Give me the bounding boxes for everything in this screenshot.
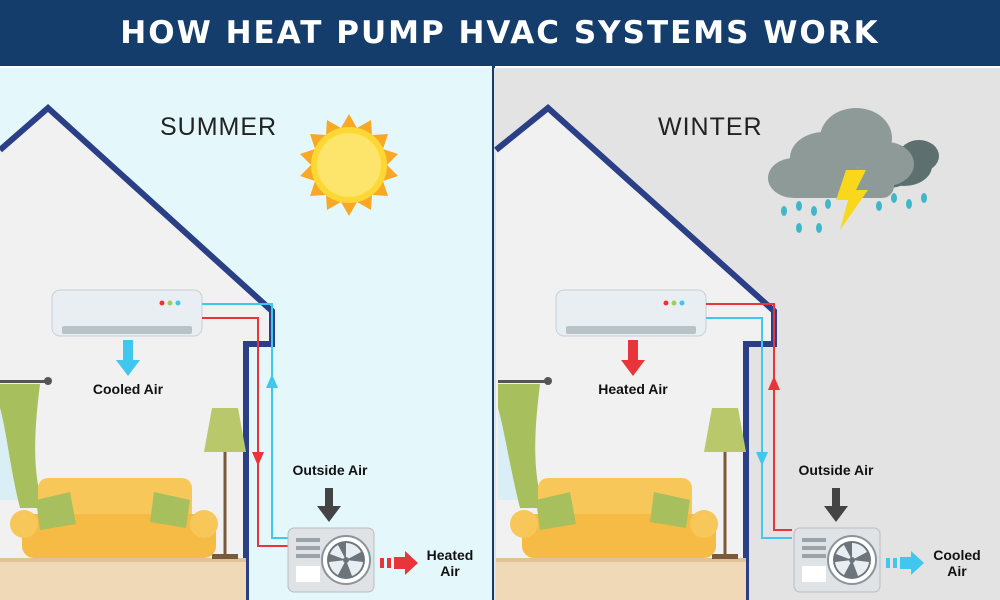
arrow-down-hot (252, 452, 264, 466)
outdoor-unit (287, 527, 375, 593)
cushion (36, 492, 76, 530)
cooled-air-out-arrow-icon (886, 551, 924, 575)
sofa-seat (22, 514, 216, 558)
heated-air-out-arrow-icon (380, 551, 418, 575)
winter-illustration (494, 68, 1000, 600)
outdoor-unit (793, 527, 881, 593)
arrow-down-cold (756, 452, 768, 466)
outdoor-air-label-line1: Cooled (933, 547, 981, 563)
outdoor-air-label-line2: Air (440, 563, 460, 579)
cushion (650, 492, 690, 528)
summer-illustration (0, 68, 500, 600)
cushion (150, 492, 190, 528)
panel-divider (492, 66, 495, 600)
floor (0, 560, 246, 600)
refrigerant-line-hot (202, 317, 290, 547)
outdoor-air-label: Cooled Air (924, 547, 990, 579)
summer-panel: SUMMER Cooled Air Outside Air Heated Air (0, 68, 500, 600)
outside-air-label: Outside Air (292, 462, 368, 478)
outside-air-label: Outside Air (798, 462, 874, 478)
sofa-seat (522, 514, 716, 558)
curtain (0, 384, 44, 508)
outdoor-air-label: Heated Air (418, 547, 482, 579)
sun-icon (300, 114, 398, 216)
arrow-up-cold (266, 374, 278, 388)
lamp-shade (204, 408, 246, 452)
outdoor-air-label-line1: Heated (426, 547, 474, 563)
floor (496, 560, 746, 600)
outside-air-arrow-icon (317, 488, 341, 522)
lamp-shade (704, 408, 746, 452)
indoor-air-label: Heated Air (598, 381, 668, 397)
curtain-rod (0, 380, 50, 383)
outside-air-arrow-icon (824, 488, 848, 522)
indoor-ac-unit (51, 289, 203, 337)
outdoor-air-label-line2: Air (947, 563, 967, 579)
arrow-up-hot (768, 376, 780, 390)
indoor-air-label: Cooled Air (92, 381, 164, 397)
heated-air-arrow-icon (621, 340, 645, 376)
curtain (498, 384, 544, 508)
storm-cloud-icon (768, 108, 939, 233)
refrigerant-line-cold (706, 317, 792, 539)
curtain-rod (498, 380, 550, 383)
indoor-ac-unit (555, 289, 707, 337)
page-title: HOW HEAT PUMP HVAC SYSTEMS WORK (120, 15, 880, 51)
title-banner: HOW HEAT PUMP HVAC SYSTEMS WORK (0, 0, 1000, 66)
refrigerant-line-cold (202, 303, 290, 539)
cooled-air-arrow-icon (116, 340, 140, 376)
season-label-winter: WINTER (658, 113, 763, 141)
cushion (536, 492, 576, 530)
winter-panel: WINTER Heated Air Outside Air Cooled Air (494, 68, 1000, 600)
season-label-summer: SUMMER (160, 113, 278, 141)
house-interior (0, 108, 272, 600)
refrigerant-line-hot (706, 303, 792, 531)
